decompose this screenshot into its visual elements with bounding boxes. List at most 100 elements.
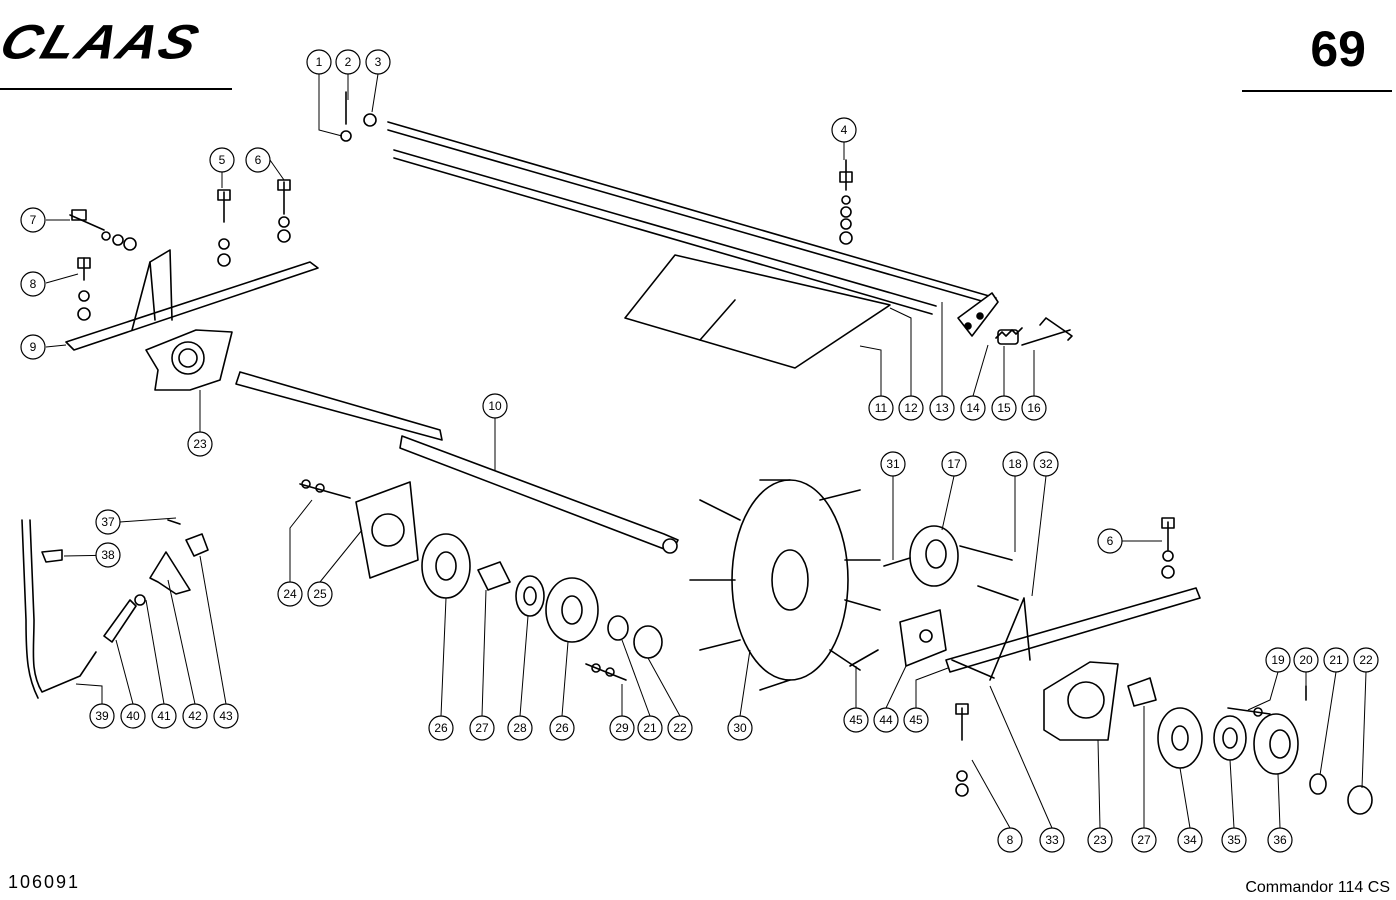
svg-text:45: 45 — [849, 713, 863, 727]
callout-34: 34 — [1177, 827, 1203, 853]
svg-text:27: 27 — [1137, 833, 1151, 847]
callout-23-left: 23 — [187, 431, 213, 457]
svg-text:8: 8 — [30, 277, 37, 291]
svg-text:1: 1 — [316, 55, 323, 69]
callout-8: 8 — [20, 271, 46, 297]
svg-text:18: 18 — [1008, 457, 1022, 471]
flange-34 — [1157, 707, 1203, 769]
svg-text:32: 32 — [1039, 457, 1053, 471]
fan-wheel — [689, 479, 881, 691]
svg-text:27: 27 — [475, 721, 489, 735]
callout-4: 4 — [831, 117, 857, 143]
callout-1: 1 — [306, 49, 332, 75]
callout-circles: 1 2 3 4 5 6 7 8 9 10 11 12 13 14 15 16 1… — [20, 49, 1379, 853]
callout-22-right: 22 — [1353, 647, 1379, 673]
callout-22-left: 22 — [667, 715, 693, 741]
left-bolts — [69, 91, 853, 321]
svg-text:19: 19 — [1271, 653, 1285, 667]
svg-text:42: 42 — [188, 709, 202, 723]
svg-text:25: 25 — [313, 587, 327, 601]
svg-text:7: 7 — [30, 213, 37, 227]
svg-text:43: 43 — [219, 709, 233, 723]
callout-37: 37 — [95, 509, 121, 535]
ring-21-right — [1309, 773, 1327, 795]
svg-text:5: 5 — [219, 153, 226, 167]
nut-22 — [633, 625, 663, 659]
callout-28: 28 — [507, 715, 533, 741]
flange-plate — [355, 481, 419, 579]
svg-text:34: 34 — [1183, 833, 1197, 847]
svg-text:12: 12 — [904, 401, 918, 415]
svg-text:37: 37 — [101, 515, 115, 529]
callout-41: 41 — [151, 703, 177, 729]
callout-29: 29 — [609, 715, 635, 741]
callout-9: 9 — [20, 334, 46, 360]
svg-text:3: 3 — [375, 55, 382, 69]
right-bearing-housing — [1043, 661, 1119, 741]
svg-text:4: 4 — [841, 123, 848, 137]
parts-line-art — [21, 91, 1373, 815]
svg-text:22: 22 — [1359, 653, 1373, 667]
svg-text:35: 35 — [1227, 833, 1241, 847]
callout-25: 25 — [307, 581, 333, 607]
svg-text:11: 11 — [875, 401, 888, 415]
callout-6-right: 6 — [1097, 528, 1123, 554]
svg-text:8: 8 — [1007, 833, 1014, 847]
svg-text:23: 23 — [1093, 833, 1107, 847]
svg-text:16: 16 — [1027, 401, 1041, 415]
callout-12: 12 — [898, 395, 924, 421]
svg-text:22: 22 — [673, 721, 687, 735]
spring-part — [995, 327, 1023, 345]
svg-text:28: 28 — [513, 721, 527, 735]
main-shaft — [235, 371, 679, 554]
callout-35: 35 — [1221, 827, 1247, 853]
svg-text:6: 6 — [255, 153, 262, 167]
svg-text:29: 29 — [615, 721, 629, 735]
header-rule-right — [1242, 90, 1392, 92]
svg-text:30: 30 — [733, 721, 747, 735]
callout-38: 38 — [95, 542, 121, 568]
model-name: Commandor 114 CS — [1245, 879, 1390, 896]
callout-17: 17 — [941, 451, 967, 477]
ring-21 — [607, 615, 629, 641]
right-bolts — [299, 479, 1307, 797]
callout-36: 36 — [1267, 827, 1293, 853]
callout-32: 32 — [1033, 451, 1059, 477]
cover-sheet — [624, 254, 891, 369]
block-44 — [899, 609, 947, 667]
callout-21-right: 21 — [1323, 647, 1349, 673]
svg-text:21: 21 — [1329, 653, 1343, 667]
bushing-27-right — [1127, 677, 1157, 707]
svg-text:24: 24 — [283, 587, 297, 601]
left-frame-bar — [65, 249, 319, 351]
svg-text:26: 26 — [434, 721, 448, 735]
callout-40: 40 — [120, 703, 146, 729]
page-number: 69 — [1310, 21, 1366, 77]
callout-leader-lines — [45, 73, 1367, 829]
callout-26-a: 26 — [428, 715, 454, 741]
hook-pin — [1021, 317, 1073, 346]
right-frame-bar — [945, 587, 1201, 681]
svg-text:40: 40 — [126, 709, 140, 723]
svg-text:33: 33 — [1045, 833, 1059, 847]
callout-42: 42 — [182, 703, 208, 729]
callout-7: 7 — [20, 207, 46, 233]
svg-text:13: 13 — [935, 401, 949, 415]
callout-14: 14 — [960, 395, 986, 421]
callout-16: 16 — [1021, 395, 1047, 421]
svg-text:41: 41 — [157, 709, 171, 723]
callout-26-b: 26 — [549, 715, 575, 741]
svg-text:36: 36 — [1273, 833, 1287, 847]
svg-text:17: 17 — [947, 457, 961, 471]
callout-19: 19 — [1265, 647, 1291, 673]
svg-text:6: 6 — [1107, 534, 1114, 548]
svg-text:26: 26 — [555, 721, 569, 735]
callout-27-left: 27 — [469, 715, 495, 741]
callout-10: 10 — [482, 393, 508, 419]
bearing-35 — [1213, 715, 1247, 761]
svg-text:31: 31 — [886, 457, 900, 471]
callout-31: 31 — [880, 451, 906, 477]
callout-18: 18 — [1002, 451, 1028, 477]
disc-26a — [421, 533, 471, 599]
